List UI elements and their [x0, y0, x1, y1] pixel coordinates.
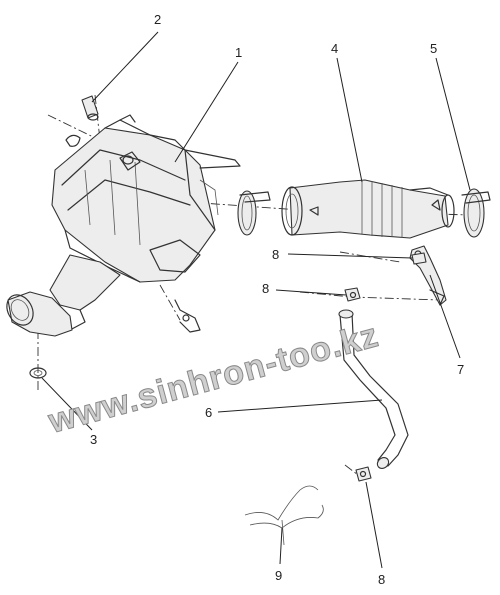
- callout-9: 9: [275, 568, 282, 583]
- hose-clip-bracket: [411, 252, 427, 265]
- callout-4: 4: [331, 41, 338, 56]
- breather-hose: [338, 309, 409, 469]
- hose-clip-upper: [344, 287, 361, 302]
- mounting-pin: [65, 95, 99, 147]
- callout-8-lower: 8: [378, 572, 385, 587]
- hose-clip-lower: [355, 466, 372, 482]
- air-filter-housing: [6, 114, 241, 337]
- callout-8-upper: 8: [272, 247, 279, 262]
- intake-hose: [281, 179, 455, 239]
- callout-5: 5: [430, 41, 437, 56]
- hose-holder: [244, 485, 324, 546]
- callout-7: 7: [457, 362, 464, 377]
- watermark: www.sinhron-too.kz: [44, 316, 383, 441]
- hose-clamp-right: [461, 188, 491, 238]
- callout-6: 6: [205, 405, 212, 420]
- callout-leaders: [41, 31, 471, 569]
- callout-8-middle: 8: [262, 281, 269, 296]
- grommet: [29, 367, 47, 379]
- callout-2: 2: [154, 12, 161, 27]
- hose-clamp-left: [237, 190, 271, 236]
- callout-1: 1: [235, 45, 242, 60]
- callout-3: 3: [90, 432, 97, 447]
- callout-labels: 1 2 3 4 5 6 7 8 8 8 9: [90, 12, 464, 587]
